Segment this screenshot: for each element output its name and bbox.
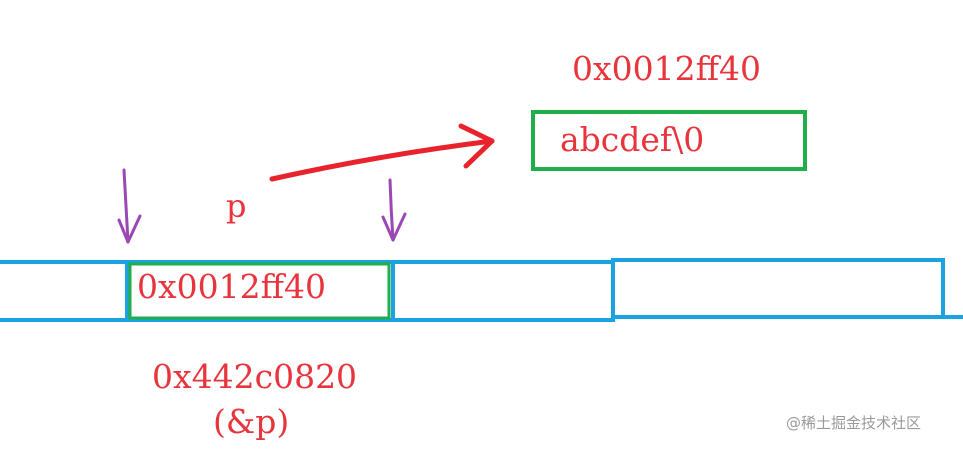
pointer-name-label: p — [226, 187, 247, 225]
watermark-text: @稀土掘金技术社区 — [786, 414, 922, 432]
pointer-value-label: 0x0012ff40 — [137, 267, 327, 306]
pointer-address-note: (&p) — [213, 402, 290, 441]
marker-arrow-left — [117, 168, 142, 244]
memory-cell-left — [0, 260, 129, 322]
memory-cell-right — [611, 258, 945, 319]
pointer-arrow — [269, 123, 495, 182]
string-box — [531, 110, 807, 171]
memory-strip — [0, 258, 963, 322]
memory-cell-middle — [391, 260, 615, 322]
pointer-cell-box — [128, 262, 391, 320]
string-contents-label: abcdef\0 — [560, 120, 705, 159]
marker-arrow-right — [381, 178, 407, 242]
target-address-label: 0x0012ff40 — [572, 49, 762, 88]
pointer-address-label: 0x442c0820 — [152, 357, 358, 396]
